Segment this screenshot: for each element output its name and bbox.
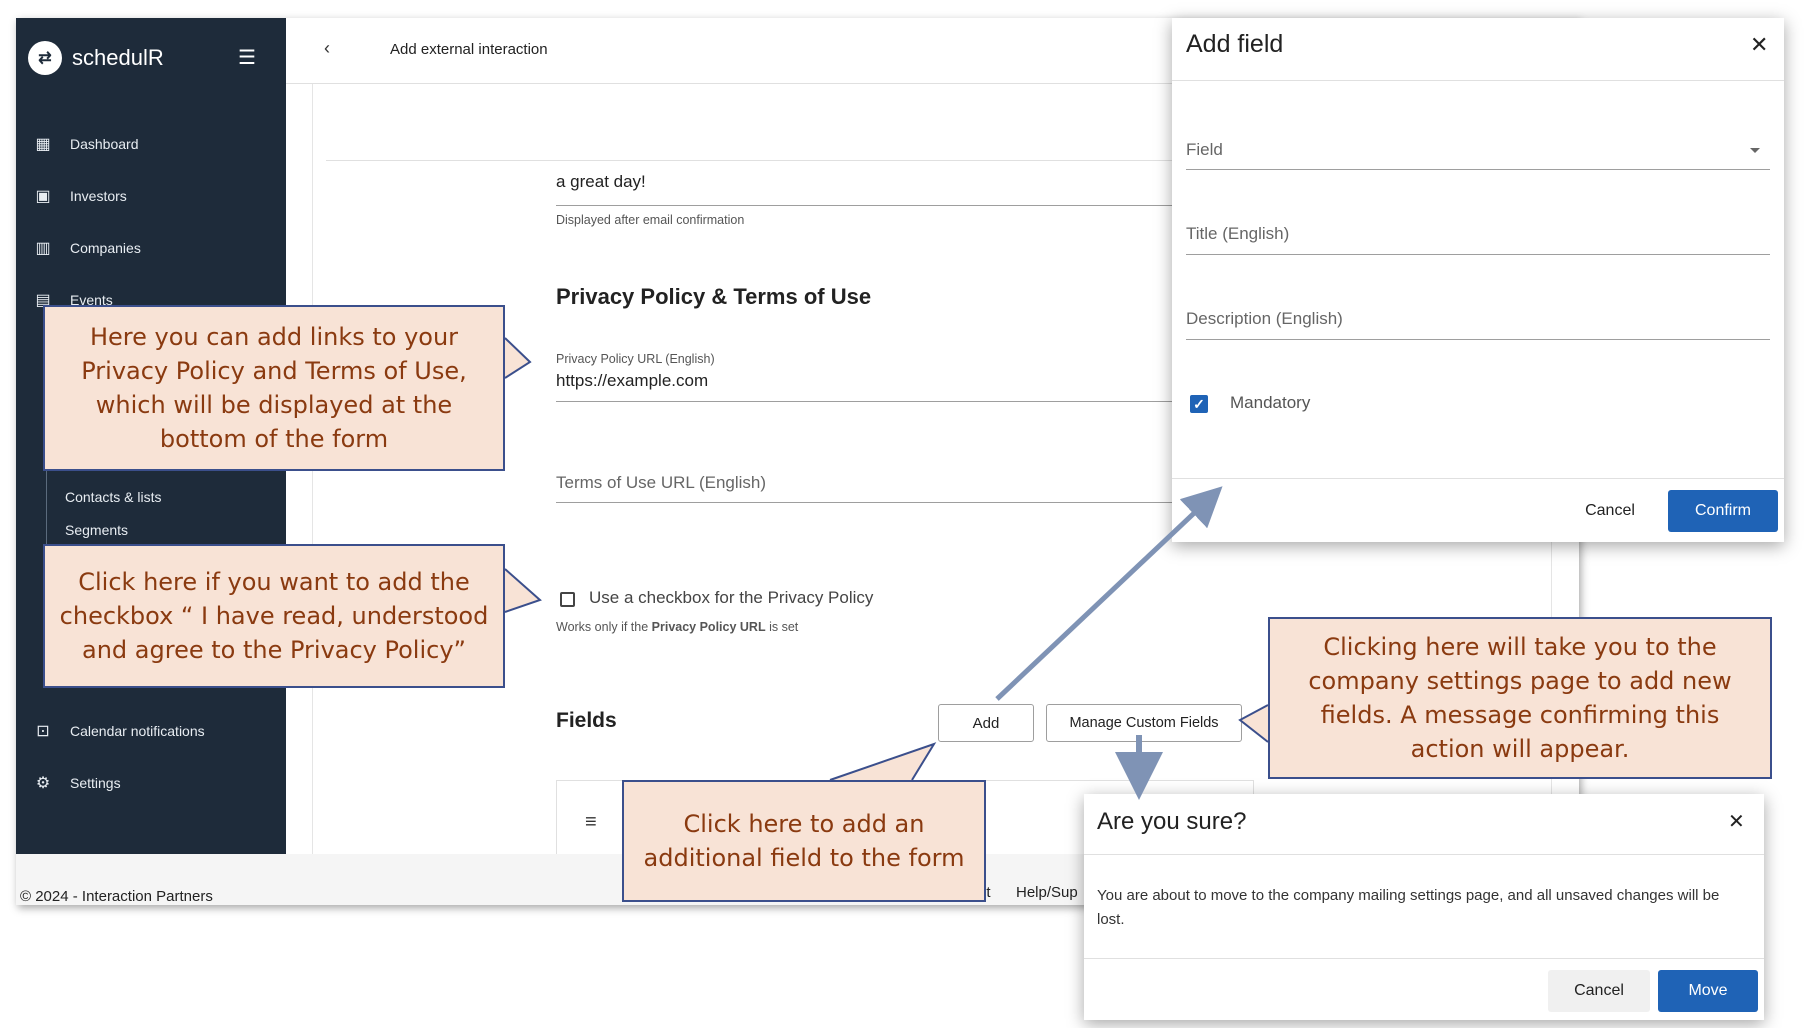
sidebar-item-label: Companies xyxy=(70,240,141,256)
sidebar-subitem-segments[interactable]: Segments xyxy=(65,522,129,538)
footer-link-help[interactable]: Help/Sup xyxy=(1016,884,1078,901)
privacy-url-underline xyxy=(556,401,1556,402)
confirmation-message-value[interactable]: a great day! xyxy=(556,172,646,191)
drag-handle-icon[interactable]: ≡ xyxy=(585,811,597,833)
hint-bold: Privacy Policy URL xyxy=(651,620,766,634)
title-underline xyxy=(1186,254,1770,255)
privacy-checkbox-hint: Works only if the Privacy Policy URL is … xyxy=(556,620,798,634)
callout-privacy-checkbox: Click here if you want to add the checkb… xyxy=(43,544,505,688)
callout-manage-fields: Clicking here will take you to the compa… xyxy=(1268,617,1772,779)
divider xyxy=(326,160,1426,161)
sidebar-item-label: Settings xyxy=(70,775,121,791)
privacy-url-input[interactable]: https://example.com xyxy=(556,371,709,390)
confirmation-hint: Displayed after email confirmation xyxy=(556,213,745,227)
terms-url-input[interactable]: Terms of Use URL (English) xyxy=(556,473,767,492)
building-icon: ▥ xyxy=(35,240,51,257)
privacy-checkbox[interactable] xyxy=(560,592,575,607)
confirm-dialog-message: You are about to move to the company mai… xyxy=(1097,887,1720,928)
dialog-footer-divider xyxy=(1172,478,1784,479)
mandatory-label: Mandatory xyxy=(1230,393,1311,412)
sidebar-subitem-contacts[interactable]: Contacts & lists xyxy=(65,489,162,505)
field-select-underline xyxy=(1186,169,1770,170)
gear-icon: ⚙ xyxy=(35,775,51,792)
sidebar-item-label: Calendar notifications xyxy=(70,723,205,739)
calendar-icon: ▤ xyxy=(35,292,51,309)
submenu-line xyxy=(46,458,47,556)
callout-privacy-links: Here you can add links to your Privacy P… xyxy=(43,305,505,471)
privacy-url-label: Privacy Policy URL (English) xyxy=(556,352,715,366)
logo-icon: ⇄ xyxy=(28,41,62,75)
sidebar-item-investors[interactable]: ▣ Investors xyxy=(16,176,286,216)
collapse-menu-icon[interactable]: ☰ xyxy=(238,47,256,69)
page-title: Add external interaction xyxy=(390,41,548,58)
sidebar-item-label: Events xyxy=(70,292,113,308)
add-field-dialog: Add field ✕ Field Title (English) Descri… xyxy=(1172,18,1784,542)
hint-suffix: is set xyxy=(765,620,799,634)
confirm-dialog-title: Are you sure? xyxy=(1097,808,1247,835)
dialog-divider xyxy=(1172,80,1784,81)
description-english-input[interactable]: Description (English) xyxy=(1186,309,1343,328)
field-select[interactable]: Field xyxy=(1186,140,1223,159)
sidebar-item-companies[interactable]: ▥ Companies xyxy=(16,228,286,268)
copyright-text: © 2024 - Interaction Partners xyxy=(20,888,213,905)
manage-custom-fields-button[interactable]: Manage Custom Fields xyxy=(1046,704,1242,742)
confirm-move-dialog: Are you sure? ✕ You are about to move to… xyxy=(1084,794,1764,1020)
hint-prefix: Works only if the xyxy=(556,620,652,634)
move-button[interactable]: Move xyxy=(1658,970,1758,1012)
grid-icon: ▦ xyxy=(35,136,51,153)
sidebar-item-events[interactable]: ▤ Events xyxy=(16,280,286,320)
privacy-checkbox-label: Use a checkbox for the Privacy Policy xyxy=(589,588,874,607)
fields-title: Fields xyxy=(556,709,617,732)
sidebar-item-label: Investors xyxy=(70,188,127,204)
close-icon[interactable]: ✕ xyxy=(1750,32,1769,57)
sidebar-item-settings[interactable]: ⚙ Settings xyxy=(16,763,286,803)
sidebar-item-dashboard[interactable]: ▦ Dashboard xyxy=(16,124,286,164)
cancel-button[interactable]: Cancel xyxy=(1548,970,1650,1012)
cancel-button[interactable]: Cancel xyxy=(1585,502,1635,519)
confirm-button[interactable]: Confirm xyxy=(1668,490,1778,532)
dialog-footer-divider xyxy=(1084,958,1764,959)
back-arrow-icon[interactable]: ‹ xyxy=(324,38,330,58)
confirmation-underline xyxy=(556,205,1556,206)
description-underline xyxy=(1186,339,1770,340)
brand-name: schedulR xyxy=(72,45,164,70)
brand[interactable]: ⇄ schedulR xyxy=(28,40,164,76)
dialog-divider xyxy=(1084,854,1764,855)
add-field-dialog-title: Add field xyxy=(1186,30,1284,58)
sidebar-item-label: Dashboard xyxy=(70,136,139,152)
chevron-down-icon[interactable] xyxy=(1750,148,1760,153)
sidebar-item-calendar-notifications[interactable]: ⊡ Calendar notifications xyxy=(16,711,286,751)
title-english-input[interactable]: Title (English) xyxy=(1186,224,1290,243)
add-field-button[interactable]: Add xyxy=(938,704,1034,742)
mandatory-checkbox[interactable]: ✓ xyxy=(1190,395,1208,413)
calendar-bell-icon: ⊡ xyxy=(36,723,50,740)
privacy-section-title: Privacy Policy & Terms of Use xyxy=(556,284,872,309)
id-card-icon: ▣ xyxy=(35,188,51,205)
close-icon[interactable]: ✕ xyxy=(1728,811,1745,833)
callout-add-field: Click here to add an additional field to… xyxy=(622,780,986,902)
